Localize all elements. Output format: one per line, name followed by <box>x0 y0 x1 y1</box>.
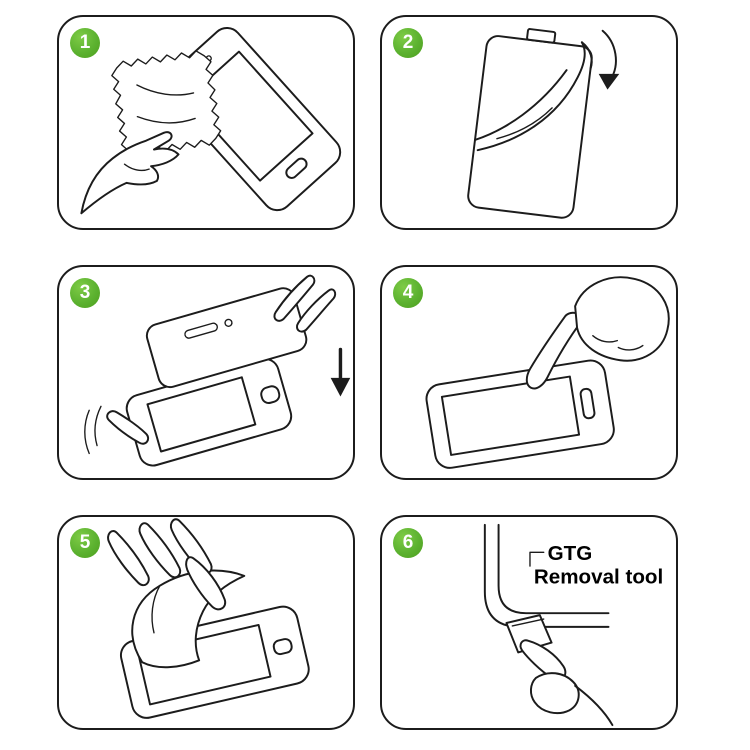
film-icon <box>131 569 246 669</box>
hand-icon <box>107 518 227 611</box>
hand-icon <box>519 639 614 727</box>
right-hand-fingers-icon <box>273 274 337 333</box>
annotation: GTG Removal tool <box>529 542 663 589</box>
step-3-badge: 3 <box>70 278 100 308</box>
removal-tool-icon <box>505 614 553 654</box>
left-hand-thumb-icon <box>84 405 150 455</box>
cleaning-cloth-icon <box>111 50 222 157</box>
step-panel-6: 6 GTG Removal tool <box>380 515 678 730</box>
step-4-illustration-press-screen <box>425 276 670 469</box>
step-number: 2 <box>402 32 414 53</box>
step-panel-4: 4 <box>380 265 678 480</box>
step-number: 6 <box>402 532 414 553</box>
annotation-line2: Removal tool <box>534 566 663 589</box>
step-1-badge: 1 <box>70 28 100 58</box>
pressing-hand-icon <box>525 276 670 390</box>
step-number: 3 <box>79 282 91 303</box>
step-5-illustration-smooth-film <box>107 518 310 719</box>
curved-arrow-icon <box>598 29 620 90</box>
step-panel-2: 2 <box>380 15 678 230</box>
step-6-illustration-removal-tool: GTG Removal tool <box>483 523 663 727</box>
tempered-glass-icon <box>145 287 308 389</box>
step-3-illustration-place-glass <box>84 274 351 467</box>
step-5-badge: 5 <box>70 528 100 558</box>
step-number: 4 <box>402 282 414 303</box>
down-arrow-icon <box>330 347 351 397</box>
step-1-illustration-clean-screen <box>80 26 342 215</box>
step-number: 1 <box>79 32 91 53</box>
annotation-line1: GTG <box>548 542 593 565</box>
step-panel-3: 3 <box>57 265 355 480</box>
step-2-illustration-peel-film <box>467 28 620 219</box>
step-number: 5 <box>79 532 91 553</box>
hand-icon <box>80 131 180 215</box>
step-6-badge: 6 <box>393 528 423 558</box>
step-4-badge: 4 <box>393 278 423 308</box>
step-panel-5: 5 <box>57 515 355 730</box>
step-2-badge: 2 <box>393 28 423 58</box>
step-panel-1: 1 <box>57 15 355 230</box>
phone-icon <box>425 359 615 469</box>
protector-sheet-icon <box>467 28 593 219</box>
